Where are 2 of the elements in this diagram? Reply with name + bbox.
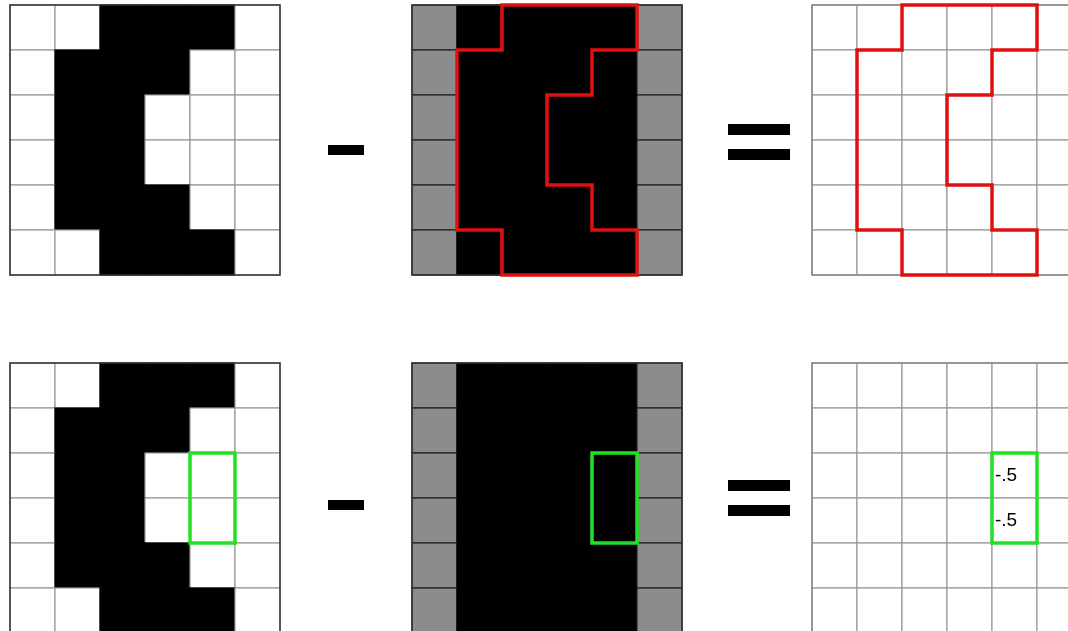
cell-value: -.5	[995, 465, 1018, 485]
cell-value: -.5	[995, 510, 1018, 530]
